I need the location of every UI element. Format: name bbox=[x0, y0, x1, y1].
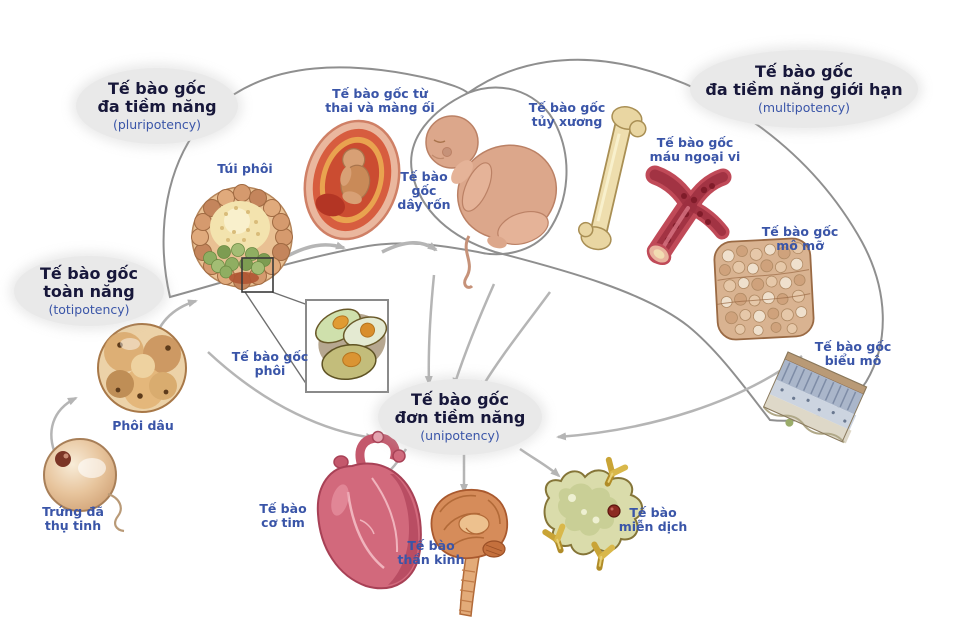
label-epithelial: Tế bào gốc biểu mô bbox=[814, 339, 892, 369]
label-bone-marrow: Tế bào gốc tủy xương bbox=[528, 100, 606, 130]
brain-illustration bbox=[430, 489, 509, 617]
bubble-totipotency: Tế bào gốc toàn năng (totipotency) bbox=[14, 256, 164, 326]
label-morula: Phôi dâu bbox=[112, 418, 174, 433]
label-immune: Tế bào miễn dịch bbox=[618, 505, 688, 535]
blood-vessel-illustration bbox=[645, 165, 732, 266]
label-fetal-amniotic: Tế bào gốc từ thai và màng ối bbox=[325, 86, 435, 116]
bone-illustration bbox=[577, 106, 647, 251]
morula-illustration bbox=[97, 323, 187, 413]
inner-cell-mass-box bbox=[241, 257, 274, 293]
epithelium-illustration bbox=[762, 351, 868, 444]
totipotency-title: Tế bào gốc toàn năng bbox=[39, 263, 139, 301]
label-adipose: Tế bào gốc mô mỡ bbox=[761, 224, 839, 254]
unipotency-title: Tế bào gốc đơn tiềm năng bbox=[394, 389, 526, 427]
bubble-pluripotency: Tế bào gốc đa tiềm năng (pluripotency) bbox=[76, 68, 238, 144]
unipotency-subtitle: (unipotency) bbox=[420, 428, 500, 444]
embryonic-stem-cells-illustration bbox=[305, 299, 389, 393]
immune-cells-illustration bbox=[542, 456, 643, 571]
heart-illustration bbox=[316, 430, 422, 590]
antibody-icon bbox=[604, 456, 629, 487]
fertilized-egg-illustration bbox=[43, 438, 125, 533]
newborn-baby-illustration bbox=[425, 115, 558, 289]
fetus-amniotic-sac-illustration bbox=[303, 119, 401, 241]
label-peripheral-blood: Tế bào gốc máu ngoại vi bbox=[649, 135, 741, 165]
label-fertilized-egg: Trứng đã thụ tinh bbox=[42, 504, 104, 534]
blastocyst-illustration bbox=[191, 184, 293, 293]
callout-lines bbox=[244, 291, 309, 386]
label-umbilical-cord: Tế bào gốc dây rốn bbox=[397, 169, 451, 213]
multipotency-subtitle: (multipotency) bbox=[757, 100, 851, 116]
label-cardiac-muscle: Tế bào cơ tim bbox=[259, 501, 307, 531]
pluripotency-title: Tế bào gốc đa tiềm năng bbox=[97, 78, 217, 116]
multipotency-title: Tế bào gốc đa tiềm năng giới hạn bbox=[705, 61, 903, 99]
antibody-icon bbox=[591, 541, 616, 571]
adipose-tissue-illustration bbox=[713, 237, 815, 341]
label-blastocyst: Túi phôi bbox=[217, 161, 273, 176]
bubble-multipotency: Tế bào gốc đa tiềm năng giới hạn (multip… bbox=[690, 50, 918, 128]
bubble-unipotency: Tế bào gốc đơn tiềm năng (unipotency) bbox=[378, 379, 542, 455]
totipotency-subtitle: (totipotency) bbox=[48, 302, 130, 318]
label-embryonic-stem-cells: Tế bào gốc phôi bbox=[231, 349, 309, 379]
antibody-icon bbox=[542, 523, 566, 554]
label-neural: Tế bào thần kinh bbox=[397, 538, 465, 568]
pluripotency-subtitle: (pluripotency) bbox=[112, 117, 202, 133]
